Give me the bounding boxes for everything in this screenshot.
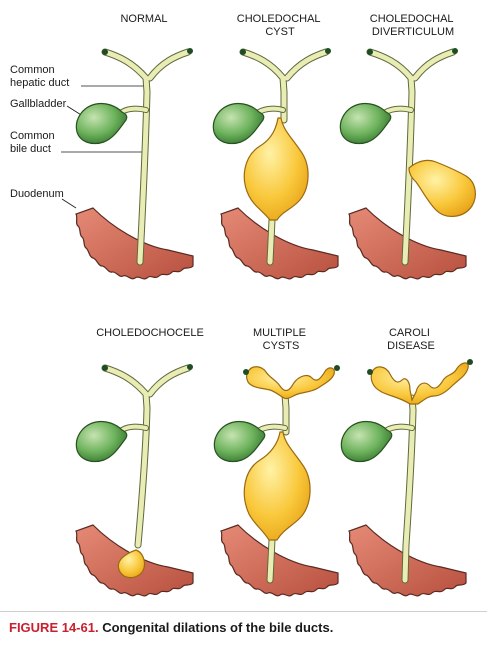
figure-number: FIGURE 14-61. bbox=[9, 620, 99, 635]
panel-title-multiple-cysts: MULTIPLE CYSTS bbox=[253, 327, 309, 352]
cyst-icon bbox=[117, 549, 146, 579]
panel-choledochocele bbox=[75, 364, 194, 597]
gallbladder-icon bbox=[212, 102, 265, 145]
cyst-icon bbox=[245, 366, 335, 400]
panel-normal bbox=[75, 48, 194, 280]
panel-title-normal: NORMAL bbox=[120, 13, 167, 25]
label-gallbladder: Gallbladder bbox=[10, 98, 67, 110]
cyst-icon bbox=[243, 117, 309, 221]
panel-choledochal-cyst bbox=[212, 48, 339, 280]
duodenum-icon bbox=[220, 207, 339, 280]
gallbladder-icon bbox=[339, 102, 392, 145]
label-duodenum: Duodenum bbox=[10, 188, 64, 200]
panel-title-choledochocele: CHOLEDOCHOCELE bbox=[96, 327, 204, 339]
duodenum-icon bbox=[75, 207, 194, 280]
panel-multiple-cysts bbox=[213, 365, 340, 597]
caption-divider bbox=[0, 611, 487, 612]
panel-title-caroli-disease: CAROLI DISEASE bbox=[387, 327, 435, 352]
gallbladder-icon bbox=[213, 420, 266, 463]
panel-caroli-disease bbox=[340, 359, 473, 597]
gallbladder-icon bbox=[75, 102, 128, 145]
figure-caption: FIGURE 14-61. Congenital dilations of th… bbox=[9, 620, 333, 635]
label-common-hepatic-duct: Common hepatic duct bbox=[10, 64, 69, 89]
panel-title-choledochal-cyst: CHOLEDOCHAL CYST bbox=[237, 13, 323, 38]
label-common-bile-duct: Common bile duct bbox=[10, 130, 58, 155]
cyst-icon bbox=[370, 362, 469, 405]
panel-choledochal-diverticulum bbox=[339, 48, 476, 280]
panel-title-choledochal-diverticulum: CHOLEDOCHAL DIVERTICULUM bbox=[370, 13, 456, 38]
cyst-icon bbox=[408, 159, 476, 217]
cyst-icon bbox=[243, 431, 311, 541]
gallbladder-icon bbox=[340, 420, 393, 463]
gallbladder-icon bbox=[75, 420, 128, 463]
leader-duodenum bbox=[61, 198, 77, 209]
figure-caption-text: Congenital dilations of the bile ducts. bbox=[102, 620, 334, 635]
